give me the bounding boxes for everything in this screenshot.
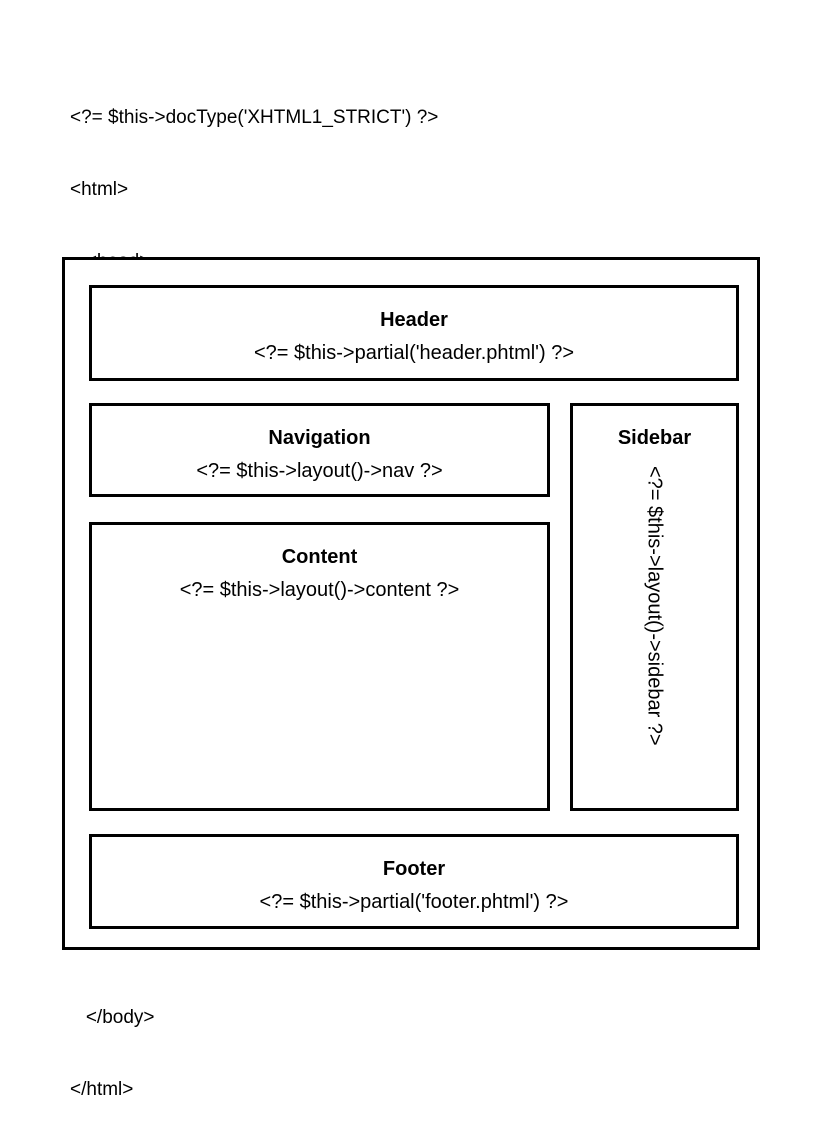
region-content: Content <?= $this->layout()->content ?> — [89, 522, 550, 811]
region-content-code: <?= $this->layout()->content ?> — [179, 579, 460, 601]
code-line: <html> — [70, 179, 129, 200]
region-header-title: Header — [380, 309, 448, 331]
code-block-bottom: </body> </html> — [70, 958, 155, 1126]
region-sidebar-code-wrap: <?= $this->layout()->sidebar ?> — [573, 466, 736, 802]
region-sidebar-code: <?= $this->layout()->sidebar ?> — [643, 466, 666, 746]
code-line: </body> — [70, 1007, 155, 1028]
region-header-code: <?= $this->partial('header.phtml') ?> — [253, 342, 575, 364]
code-line: </html> — [70, 1079, 134, 1100]
region-content-title: Content — [281, 546, 358, 568]
region-footer-title: Footer — [382, 858, 446, 880]
region-navigation-title: Navigation — [268, 427, 371, 449]
region-sidebar-title: Sidebar — [617, 427, 692, 449]
page-layout-box: Header <?= $this->partial('header.phtml'… — [62, 257, 760, 950]
region-header: Header <?= $this->partial('header.phtml'… — [89, 285, 739, 381]
region-navigation: Navigation <?= $this->layout()->nav ?> — [89, 403, 550, 497]
code-line: <?= $this->docType('XHTML1_STRICT') ?> — [70, 107, 439, 128]
region-navigation-code: <?= $this->layout()->nav ?> — [196, 460, 443, 482]
region-sidebar: Sidebar <?= $this->layout()->sidebar ?> — [570, 403, 739, 811]
region-footer-code: <?= $this->partial('footer.phtml') ?> — [259, 891, 569, 913]
region-footer: Footer <?= $this->partial('footer.phtml'… — [89, 834, 739, 929]
